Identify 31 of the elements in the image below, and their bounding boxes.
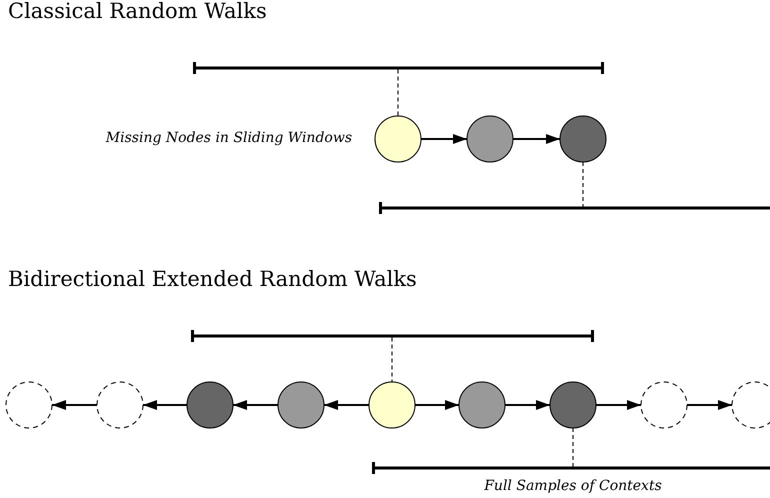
node-circle: [368, 381, 416, 429]
dashed-circle: [5, 381, 53, 429]
arrow: [52, 400, 97, 410]
annotation-text: Full Samples of Contexts: [484, 479, 662, 494]
dashed-circle: [640, 381, 688, 429]
annotation-text: Missing Nodes in Sliding Windows: [106, 131, 352, 146]
window-bar: [378, 202, 770, 214]
node-circle: [277, 381, 325, 429]
window-bar: [192, 62, 604, 74]
dashed-circle: [96, 381, 144, 429]
node-circle: [549, 381, 597, 429]
arrow: [505, 400, 550, 410]
node-circle: [458, 381, 506, 429]
node-circle: [186, 381, 234, 429]
node-circle: [466, 115, 514, 163]
arrow: [143, 400, 187, 410]
dashed-line: [572, 428, 574, 467]
arrow: [513, 134, 560, 144]
arrow: [421, 134, 467, 144]
arrow: [596, 400, 641, 410]
arrow: [233, 400, 278, 410]
node-circle: [374, 115, 422, 163]
dashed-line: [582, 162, 584, 207]
window-bar: [372, 462, 770, 474]
arrow: [687, 400, 732, 410]
arrow: [415, 400, 459, 410]
arrow: [324, 400, 369, 410]
window-bar: [190, 330, 594, 342]
node-circle: [559, 115, 607, 163]
section-heading: Classical Random Walks: [8, 0, 267, 24]
section-heading: Bidirectional Extended Random Walks: [8, 268, 417, 292]
